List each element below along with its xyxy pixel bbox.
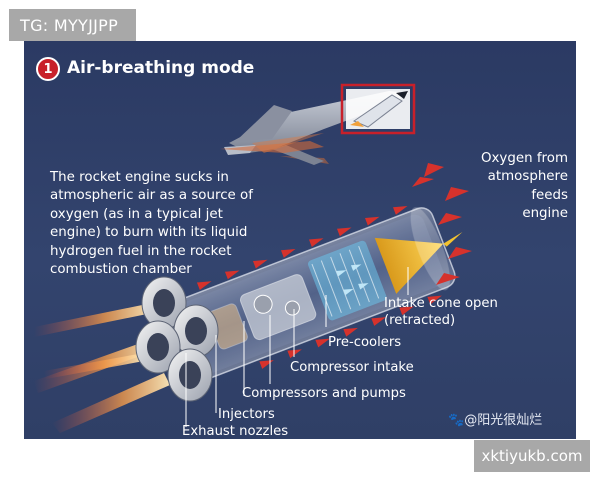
oxygen-note: Oxygen from atmosphere feeds engine [480, 151, 568, 222]
mode-title: Air-breathing mode [67, 58, 255, 78]
incoming-air-arrows [412, 163, 472, 285]
description-text: The rocket engine sucks in atmospheric a… [50, 170, 253, 278]
engine-tube [160, 206, 463, 385]
label-precoolers: Pre-coolers [328, 335, 402, 350]
site-badge: xktiyukb.com [474, 440, 590, 472]
label-injectors: Injectors [218, 407, 275, 422]
paw-icon: 🐾 [448, 413, 465, 428]
exhaust-nozzles [135, 276, 219, 402]
label-exhaust-nozzles: Exhaust nozzles [182, 424, 289, 439]
leader-lines [185, 267, 409, 427]
label-compressors-pumps: Compressors and pumps [242, 386, 406, 401]
engine-highlight-box [340, 83, 416, 135]
tg-badge: TG: MYYJJPP [9, 9, 136, 41]
label-compressor-intake: Compressor intake [290, 360, 414, 375]
step-number-badge: 1 [36, 57, 60, 81]
exhaust-flames [34, 303, 170, 433]
engine-illustration [34, 83, 472, 433]
watermark-text: 🐾@阳光很灿烂 [448, 409, 542, 428]
diagram-panel: 1 Air-breathing mode The rocket engine s… [24, 41, 576, 439]
watermark-label: @阳光很灿烂 [464, 413, 543, 428]
label-intake-cone: Intake cone open (retracted) [384, 296, 498, 328]
